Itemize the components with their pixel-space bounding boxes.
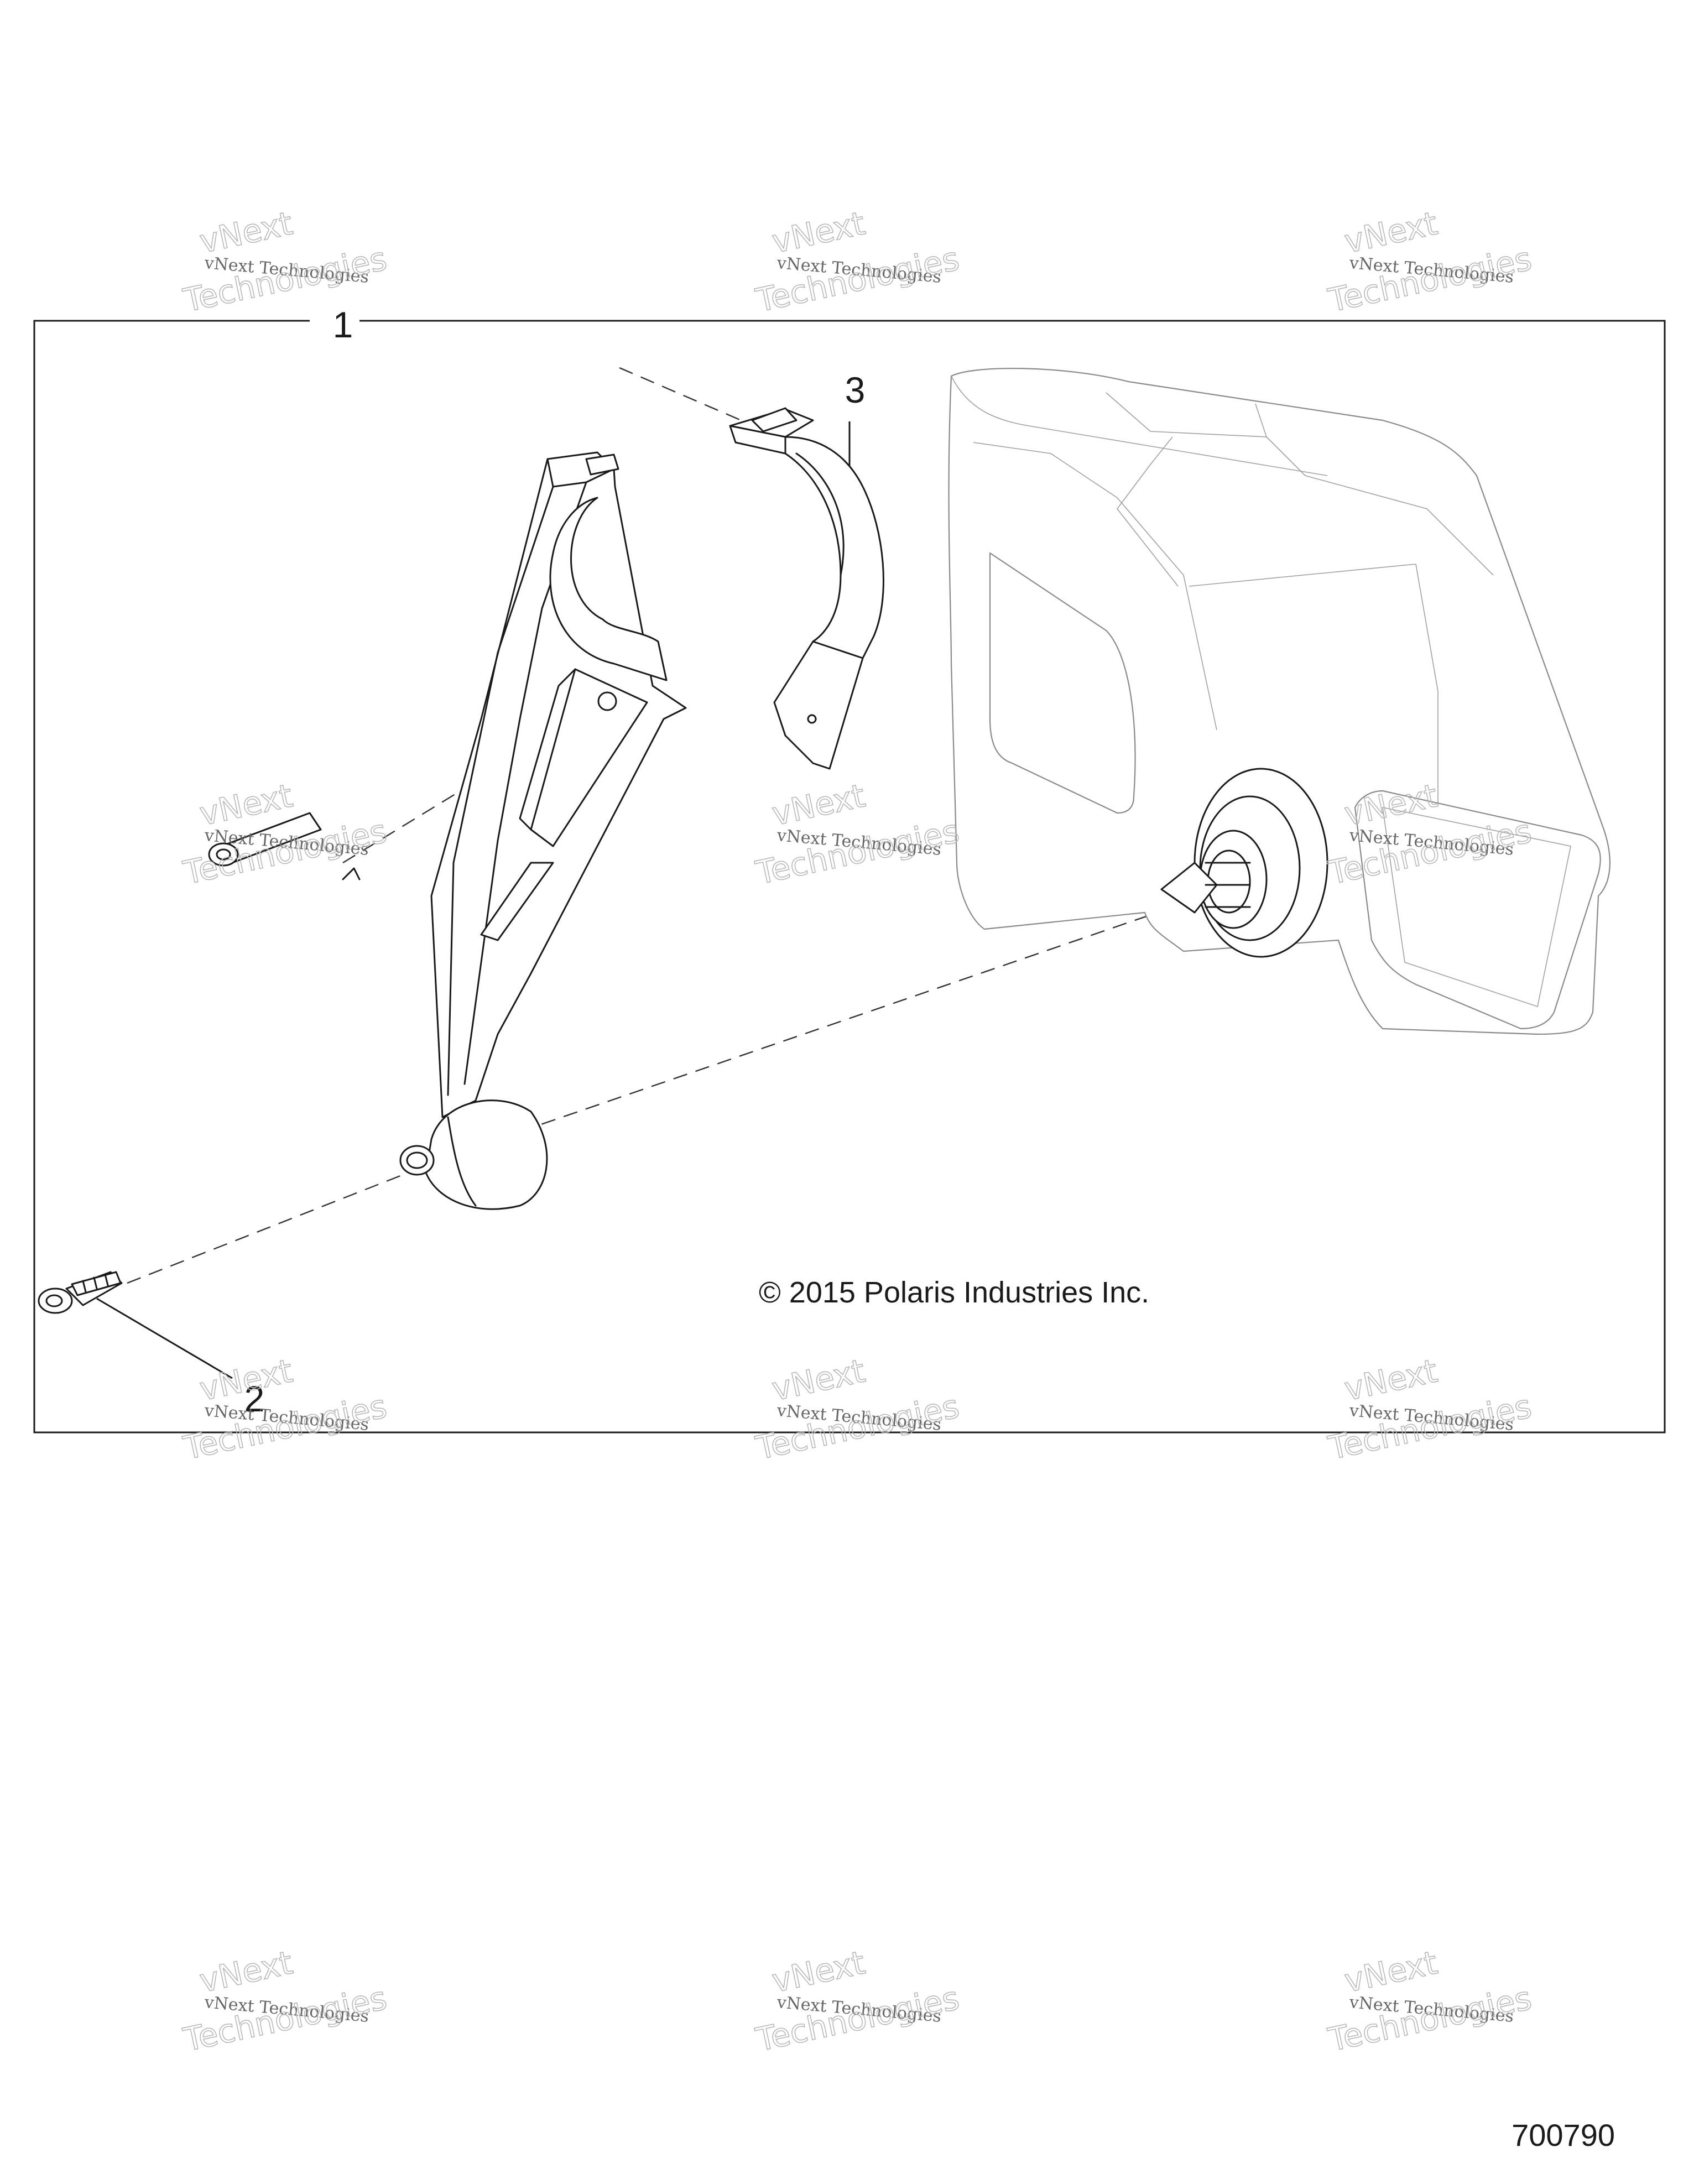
watermark-big: vNext: [769, 204, 868, 260]
small-screw: [208, 812, 361, 880]
copyright-text: © 2015 Polaris Industries Inc.: [759, 1276, 1149, 1309]
watermark-big: vNext: [769, 1352, 868, 1408]
mirror-housing: [948, 368, 1611, 1035]
leader-2: [96, 1297, 233, 1379]
mounting-bracket: [399, 451, 687, 1210]
watermark-big: vNext: [1341, 204, 1441, 260]
watermark-big: vNext: [1341, 1352, 1441, 1408]
watermark-big: vNext: [1341, 1943, 1441, 2000]
watermark-big: vNext: [196, 204, 296, 260]
watermark-big: vNext: [769, 1943, 868, 2000]
callout-1[interactable]: 1: [333, 304, 353, 345]
watermark-big: vNext: [196, 1943, 296, 2000]
watermark-big: vNext: [769, 776, 868, 833]
assembly-frame: [33, 320, 1666, 1434]
callout-3[interactable]: 3: [845, 369, 866, 410]
figure-number: 700790: [1512, 2118, 1615, 2152]
watermark-grid: vNext vNext Technologies Technologies vN…: [180, 204, 1535, 2060]
half-clamp: [729, 407, 884, 770]
callout-2[interactable]: 2: [244, 1378, 265, 1419]
cap-screw: [38, 1271, 123, 1314]
